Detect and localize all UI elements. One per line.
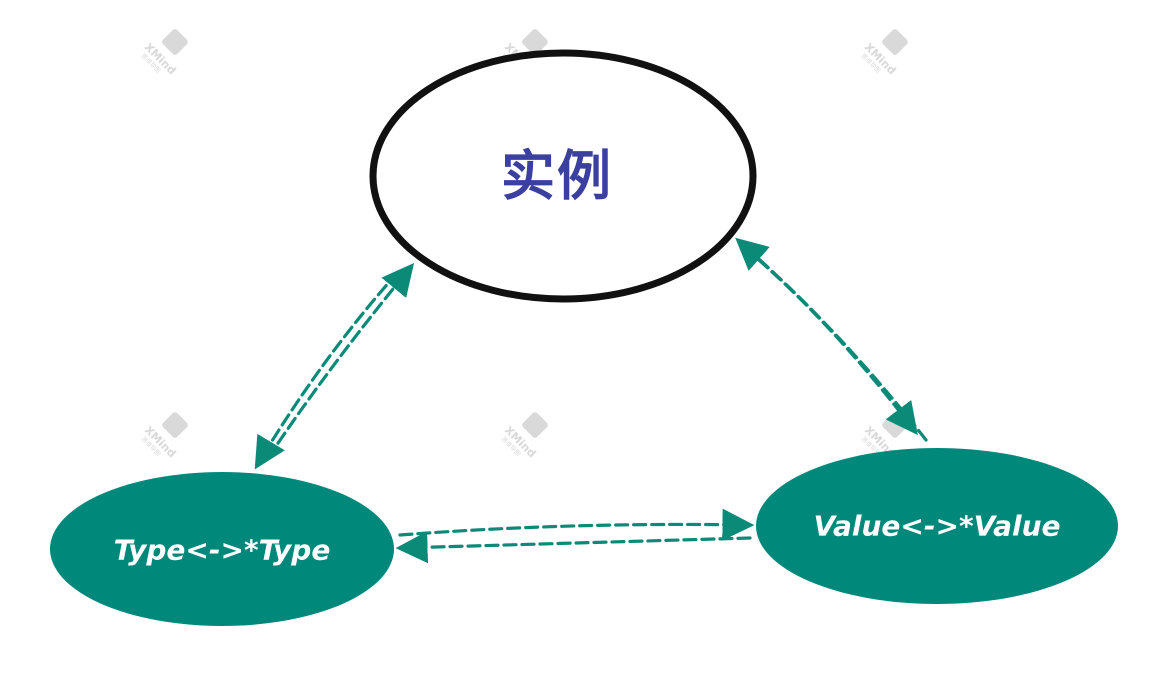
node-type-label: Type<->*Type	[114, 534, 331, 567]
arrow-center-to-right	[743, 246, 918, 436]
arrow-right-to-left	[395, 531, 752, 564]
arrow-center-to-left	[254, 270, 400, 470]
node-value-label: Value<->*Value	[813, 510, 1060, 543]
node-type[interactable]: Type<->*Type	[50, 472, 394, 626]
node-value[interactable]: Value<->*Value	[756, 448, 1118, 604]
watermark-logo: XMind 思维导图	[140, 412, 188, 460]
watermark-logo: XMind 思维导图	[140, 29, 188, 77]
connectors	[254, 237, 928, 564]
node-value-shape	[756, 448, 1118, 604]
arrow-right-to-center	[735, 237, 928, 442]
arrow-left-to-right	[398, 508, 755, 541]
watermark-logo: XMind 思维导图	[860, 29, 908, 77]
watermark-logo: XMind 思维导图	[500, 412, 548, 460]
node-center-shape	[369, 49, 757, 303]
node-center[interactable]: 实例	[369, 49, 757, 303]
node-type-shape	[50, 472, 394, 626]
arrow-left-to-center	[266, 263, 415, 460]
node-center-label: 实例	[501, 145, 613, 208]
